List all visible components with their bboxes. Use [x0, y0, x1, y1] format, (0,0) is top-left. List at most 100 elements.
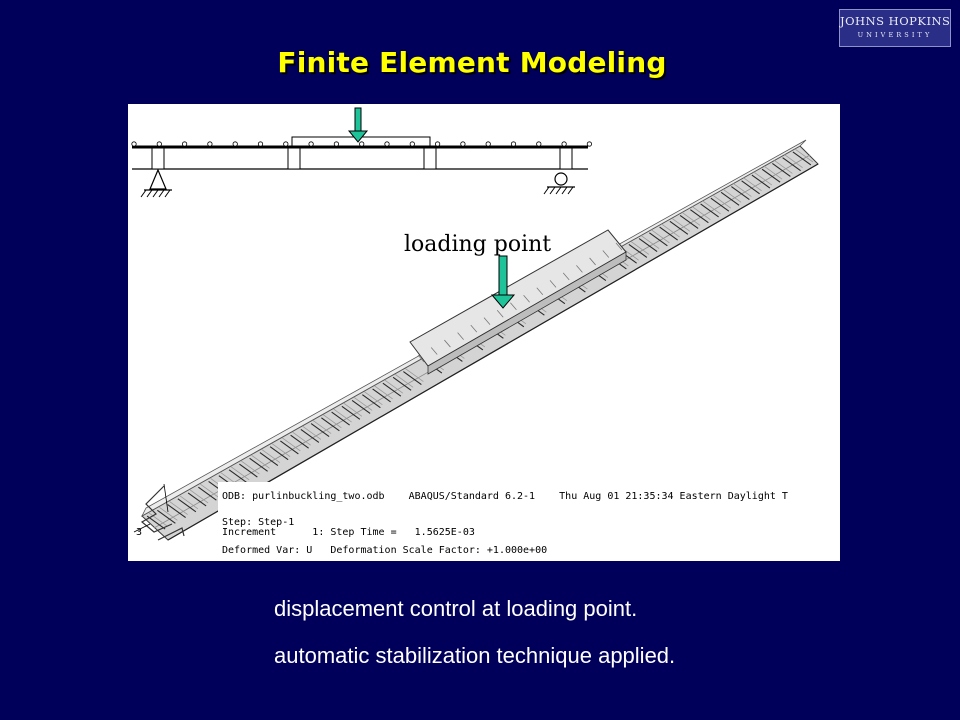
purlin-marker [181, 141, 188, 147]
rib-shade [692, 206, 711, 221]
rib-line [649, 232, 668, 247]
deck-slot [576, 265, 583, 273]
rib-shade [405, 368, 424, 382]
rib-shade [630, 241, 650, 255]
rib-line [741, 180, 760, 195]
rib-line [638, 238, 658, 253]
purlin-marker [561, 141, 567, 147]
rib-shade [794, 148, 814, 163]
rib-line [382, 382, 402, 397]
purlin-marker [384, 141, 390, 147]
purlin-marker [485, 141, 491, 147]
rib-shade [394, 374, 414, 388]
rib-line [751, 174, 771, 189]
rib-shade [323, 414, 342, 429]
rib-shade [733, 183, 752, 197]
rib-shade [753, 171, 773, 186]
rib-shade [353, 397, 373, 411]
rib-shade [292, 431, 311, 446]
rib-line [761, 168, 781, 183]
deck-slot [457, 332, 464, 340]
rib-line [167, 504, 186, 518]
purlin-marker [409, 141, 415, 147]
rib-line [341, 405, 361, 420]
deck-slot [536, 287, 544, 296]
rib-shade [384, 379, 404, 394]
rib-line [659, 226, 678, 241]
info-block-background [218, 482, 838, 561]
purlin-marker [510, 141, 517, 147]
bullet-displacement-control: displacement control at loading point. [274, 596, 638, 621]
deck-slot [549, 280, 557, 288]
rib-line [710, 197, 730, 212]
rib-line [720, 191, 740, 206]
rib-line [628, 243, 648, 258]
deck-slot [589, 257, 596, 266]
rib-line [403, 371, 422, 386]
slide-title: Finite Element Modeling [277, 46, 667, 79]
rib-shade [261, 449, 281, 463]
rib-line [792, 151, 812, 166]
rib-shade [251, 454, 270, 469]
deck-slot [496, 309, 504, 318]
rib-line [700, 203, 719, 218]
purlin-marker [283, 141, 289, 147]
rib-line [362, 394, 381, 409]
rib-line [331, 411, 350, 426]
rib-line [269, 446, 289, 461]
university-logo: JOHNS HOPKINS UNIVERSITY [839, 9, 951, 47]
rib-shade [722, 189, 742, 203]
rib-line [731, 186, 750, 201]
rib-shade [282, 437, 301, 452]
logo-line-2: UNIVERSITY [857, 31, 933, 39]
rib-shade [159, 507, 178, 521]
rib-shade [179, 495, 199, 510]
logo-line-1: JOHNS HOPKINS [840, 14, 951, 28]
loading-arrow [490, 255, 516, 309]
rib-shade [302, 426, 322, 440]
rib-line [300, 428, 320, 443]
isometric-purlin-beam [133, 139, 819, 541]
rib-shade [640, 235, 660, 249]
purlin-marker [586, 141, 592, 147]
purlin-marker [536, 141, 542, 147]
purlin-markers [131, 141, 592, 147]
rib-shade [784, 154, 803, 168]
rib-line [177, 498, 197, 513]
rib-shade [702, 200, 721, 215]
rib-shade [651, 229, 670, 244]
deck-slot [523, 295, 530, 303]
rib-line [280, 440, 299, 455]
purlin-marker [434, 141, 441, 147]
deck-slot [483, 317, 491, 325]
rib-line [679, 215, 699, 229]
rib-line [690, 209, 709, 224]
rib-shade [671, 217, 691, 232]
info-increment-line: Increment 1: Step Time = 1.5625E-03 [222, 527, 475, 538]
rib-line [249, 457, 268, 472]
purlin-marker [308, 141, 314, 147]
rib-line [669, 220, 689, 235]
rib-shade [364, 391, 383, 406]
rib-line [351, 400, 371, 414]
rib-shade [743, 177, 762, 192]
rib-line [321, 417, 340, 432]
deck-slot [470, 324, 478, 333]
beam-schematic [131, 107, 592, 198]
purlin-marker [460, 141, 466, 147]
rib-line [157, 509, 176, 524]
deck-slot [430, 347, 438, 355]
rib-line [198, 486, 217, 501]
rib-line [259, 452, 279, 466]
rib-shade [148, 512, 168, 527]
rib-shade [374, 385, 393, 400]
rib-shade [169, 501, 188, 515]
rib-line [782, 157, 801, 172]
info-deformed-line: Deformed Var: U Deformation Scale Factor… [222, 545, 547, 556]
rib-shade [241, 460, 260, 475]
rib-line [392, 376, 412, 391]
rib-line [290, 434, 309, 449]
rib-shade [230, 466, 250, 481]
loading-point-label: loading point [404, 232, 551, 257]
